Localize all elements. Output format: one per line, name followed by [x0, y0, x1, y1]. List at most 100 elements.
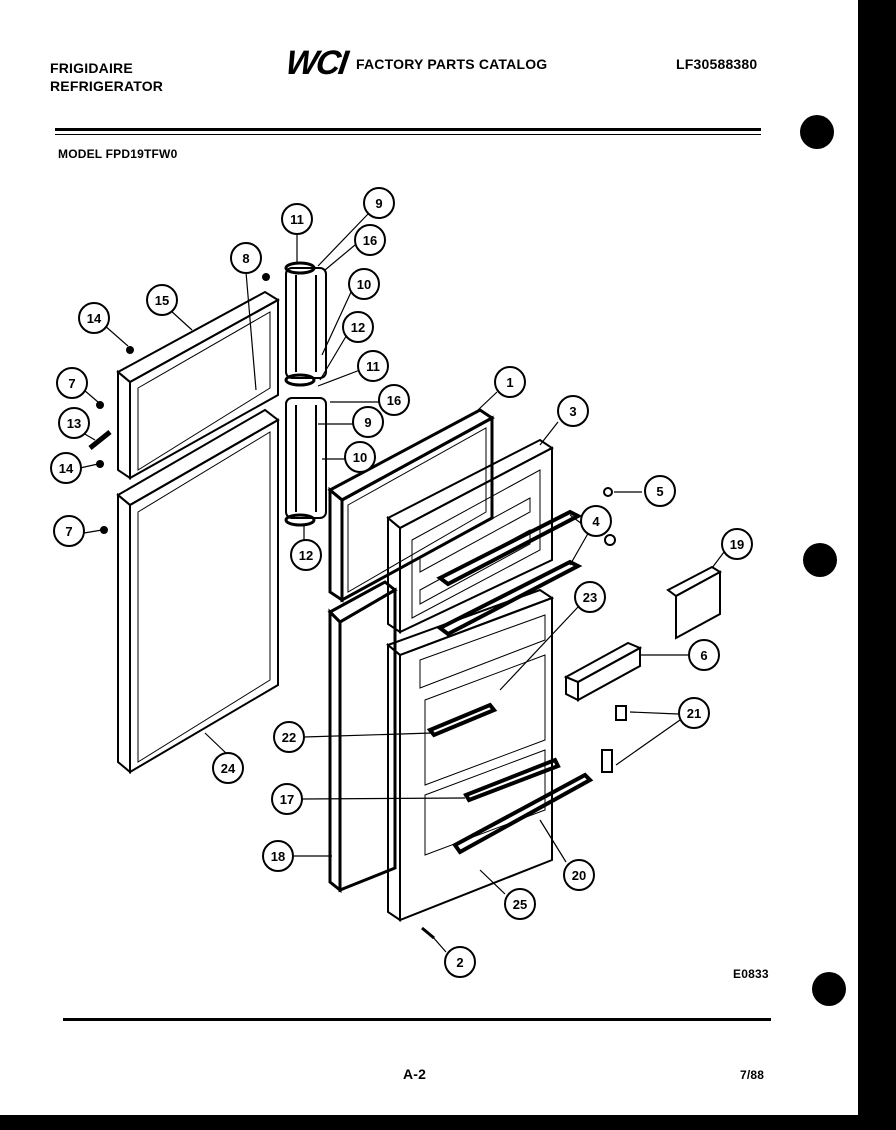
callout-label: 9 [375, 196, 382, 211]
callout-label: 11 [290, 212, 304, 227]
leader-lines [79, 213, 725, 953]
punch-hole-middle [803, 543, 837, 577]
header-rule-top [55, 128, 761, 131]
screw-7a [96, 401, 104, 409]
catalog-number: LF30588380 [676, 56, 758, 72]
callout-c-12b: 12 [290, 539, 322, 571]
callout-label: 10 [353, 450, 367, 465]
callout-label: 12 [351, 320, 365, 335]
callout-c-6: 6 [688, 639, 720, 671]
callout-label: 8 [242, 251, 249, 266]
exploded-parts-diagram [79, 213, 725, 953]
callout-c-8: 8 [230, 242, 262, 274]
callout-label: 1 [506, 375, 513, 390]
callout-c-18: 18 [262, 840, 294, 872]
callout-c-24: 24 [212, 752, 244, 784]
callout-circle [262, 840, 294, 872]
callout-c-11a: 11 [281, 203, 313, 235]
page-number: A-2 [403, 1066, 427, 1082]
callout-label: 3 [569, 404, 576, 419]
top-door-handle [284, 261, 327, 387]
callout-circle [56, 367, 88, 399]
freezer-door-panel [116, 290, 280, 480]
revision-date: 7/88 [740, 1068, 765, 1082]
callout-bubbles: 1191681015141211716191331014547121923621… [50, 187, 753, 978]
cam-5b [604, 534, 616, 546]
callout-label: 16 [387, 393, 401, 408]
butter-compartment-door [666, 565, 722, 640]
punch-hole-bottom [812, 972, 846, 1006]
callout-circle [50, 452, 82, 484]
callout-c-23: 23 [574, 581, 606, 613]
callout-c-2: 2 [444, 946, 476, 978]
callout-circle [721, 528, 753, 560]
callout-c-25: 25 [504, 888, 536, 920]
callout-circle [271, 783, 303, 815]
callout-circle [212, 752, 244, 784]
callout-c-20: 20 [563, 859, 595, 891]
callout-label: 11 [366, 359, 380, 374]
drawing-code: E0833 [733, 967, 769, 981]
callout-label: 25 [513, 897, 527, 912]
callout-label: 15 [155, 293, 169, 308]
callout-c-19: 19 [721, 528, 753, 560]
callout-c-21: 21 [678, 697, 710, 729]
callout-c-7a: 7 [56, 367, 88, 399]
callout-c-9b: 9 [352, 406, 384, 438]
callout-label: 10 [357, 277, 371, 292]
header-rule-bottom [55, 134, 761, 135]
callout-label: 9 [364, 415, 371, 430]
callout-circle [688, 639, 720, 671]
callout-c-1: 1 [494, 366, 526, 398]
product-type: REFRIGERATOR [50, 78, 164, 94]
door-shelf-22 [426, 702, 498, 738]
callout-circle [58, 407, 90, 439]
callout-circle [363, 187, 395, 219]
callout-circle [273, 721, 305, 753]
door-shelf-20 [452, 772, 594, 855]
freezer-shelf-upper [436, 509, 583, 587]
callout-circle [342, 311, 374, 343]
freezer-shelf-lower [436, 559, 583, 637]
callout-label: 2 [456, 955, 463, 970]
fresh-food-door-liner [386, 588, 555, 922]
dairy-bin [563, 641, 643, 702]
callout-label: 24 [221, 761, 236, 776]
callout-circle [494, 366, 526, 398]
model-number: MODEL FPD19TFW0 [58, 147, 178, 161]
callout-c-15: 15 [146, 284, 178, 316]
brand-name: FRIGIDAIRE [50, 60, 133, 76]
callout-label: 14 [59, 461, 74, 476]
callout-c-17: 17 [271, 783, 303, 815]
callout-circle [290, 539, 322, 571]
callout-circle [352, 406, 384, 438]
callout-circle [378, 384, 410, 416]
screw-8 [262, 273, 270, 281]
callout-c-14b: 14 [50, 452, 82, 484]
callout-label: 7 [68, 376, 75, 391]
callout-label: 13 [67, 416, 81, 431]
callout-circle [678, 697, 710, 729]
callout-circle [574, 581, 606, 613]
screw-14a [126, 346, 134, 354]
callout-circle [281, 203, 313, 235]
callout-label: 20 [572, 868, 586, 883]
cam-5a [603, 487, 613, 497]
callout-c-14a: 14 [78, 302, 110, 334]
callout-label: 14 [87, 311, 102, 326]
callout-circle [557, 395, 589, 427]
callout-c-13: 13 [58, 407, 90, 439]
callout-c-16b: 16 [378, 384, 410, 416]
callout-label: 16 [363, 233, 377, 248]
punch-hole-top [800, 115, 834, 149]
fresh-food-door-panel [116, 408, 280, 775]
catalog-title: FACTORY PARTS CATALOG [356, 56, 548, 72]
callout-circle [644, 475, 676, 507]
callout-c-3: 3 [557, 395, 589, 427]
callout-circle [444, 946, 476, 978]
footer-rule [63, 1018, 771, 1021]
callout-c-7b: 7 [53, 515, 85, 547]
callout-circle [230, 242, 262, 274]
callout-label: 22 [282, 730, 296, 745]
